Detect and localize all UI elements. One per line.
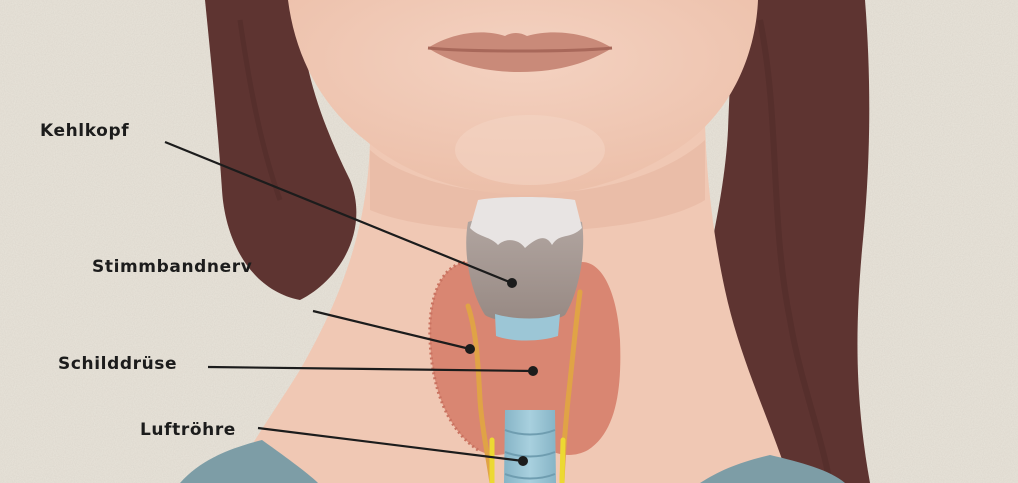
marker-vocal-nerve xyxy=(465,344,475,354)
marker-thyroid xyxy=(528,366,538,376)
label-trachea: Luftröhre xyxy=(140,420,236,440)
label-larynx: Kehlkopf xyxy=(40,121,129,141)
trachea xyxy=(504,410,556,483)
marker-larynx xyxy=(507,278,517,288)
label-vocal-nerve: Stimmbandnerv xyxy=(92,257,252,277)
label-thyroid: Schilddrüse xyxy=(58,354,177,374)
marker-trachea xyxy=(518,456,528,466)
